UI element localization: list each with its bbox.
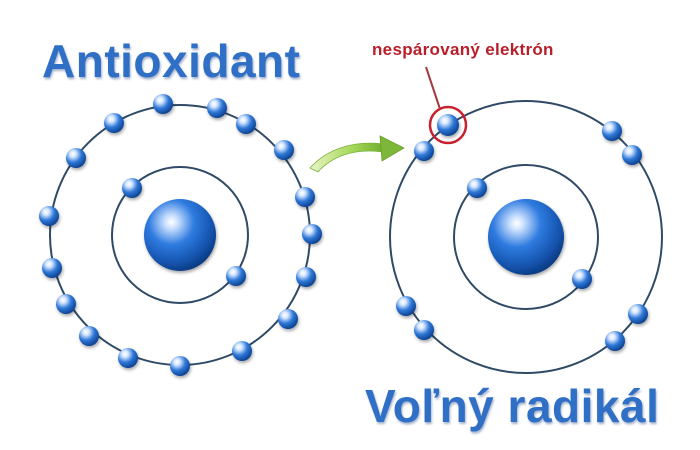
electron [118,348,138,368]
electron [437,114,459,136]
electron [39,206,59,226]
electron [302,224,322,244]
outer-orbit [389,100,663,374]
electron [414,320,434,340]
highlight-ring [428,105,468,145]
annotation-pointer [425,66,441,110]
electron [278,309,298,329]
electron [232,341,252,361]
electron [236,114,256,134]
electron [104,113,124,133]
arrow-shaft [309,142,385,173]
antioxidant-atom [39,94,322,376]
electron [66,148,86,168]
unpaired-electron [428,105,468,145]
electron [79,326,99,346]
electron [226,266,246,286]
electron [170,356,190,376]
electron [622,145,642,165]
electron [467,178,487,198]
electron [628,304,648,324]
transfer-arrow [309,135,405,173]
electron [296,267,316,287]
electron [153,94,173,114]
free-radical-atom [389,100,663,374]
electron [605,331,625,351]
inner-orbit [453,164,599,310]
electron [396,296,416,316]
electron [42,258,62,278]
inner-electrons [467,178,592,289]
electron [274,140,294,160]
electron [414,141,434,161]
antioxidant-title: Antioxidant [42,35,301,87]
arrow-head [379,135,405,162]
electron [56,294,76,314]
inner-orbit [111,166,249,304]
outer-electrons [396,121,648,351]
free-radical-title: Voľný radikál [365,380,660,432]
electron [295,187,315,207]
nucleus [488,199,564,275]
nucleus [144,199,216,271]
electron [207,98,227,118]
unpaired-electron-label: nespárovaný elektrón [372,40,554,59]
inner-electrons [122,178,246,286]
outer-electrons [39,94,322,376]
electron [602,121,622,141]
electron [572,269,592,289]
electron [122,178,142,198]
